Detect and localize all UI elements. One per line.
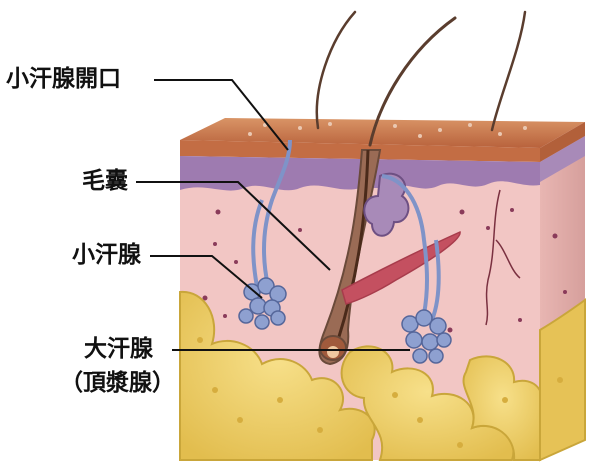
- leader-line-hair-follicle: [136, 181, 331, 271]
- label-apocrine-gland: 大汗腺: [84, 336, 153, 362]
- label-apocrine-gland-alt: （頂漿腺）: [60, 370, 175, 396]
- hair-strands: [315, 10, 527, 147]
- side-purple-layer: [540, 136, 585, 182]
- label-hair-follicle: 毛囊: [82, 168, 128, 194]
- hair-follicle: [318, 149, 410, 366]
- apocrine-sweat-gland: [381, 174, 452, 364]
- dermis-speckles: [202, 208, 567, 342]
- fat-tissue: [179, 290, 586, 462]
- leader-line-eccrine-gland: [150, 255, 263, 299]
- label-eccrine-gland: 小汗腺: [72, 242, 141, 268]
- arrector-pili-muscle: [341, 230, 461, 305]
- leader-line-sweat-pore: [154, 79, 289, 151]
- side-epidermis: [540, 122, 585, 162]
- leader-lines: [136, 79, 410, 351]
- nerve-fiber: [485, 189, 521, 326]
- surface-pores: [248, 122, 527, 138]
- eccrine-sweat-gland: [238, 139, 292, 330]
- label-sweat-pore: 小汗腺開口: [6, 66, 121, 92]
- epidermis-front: [180, 140, 540, 162]
